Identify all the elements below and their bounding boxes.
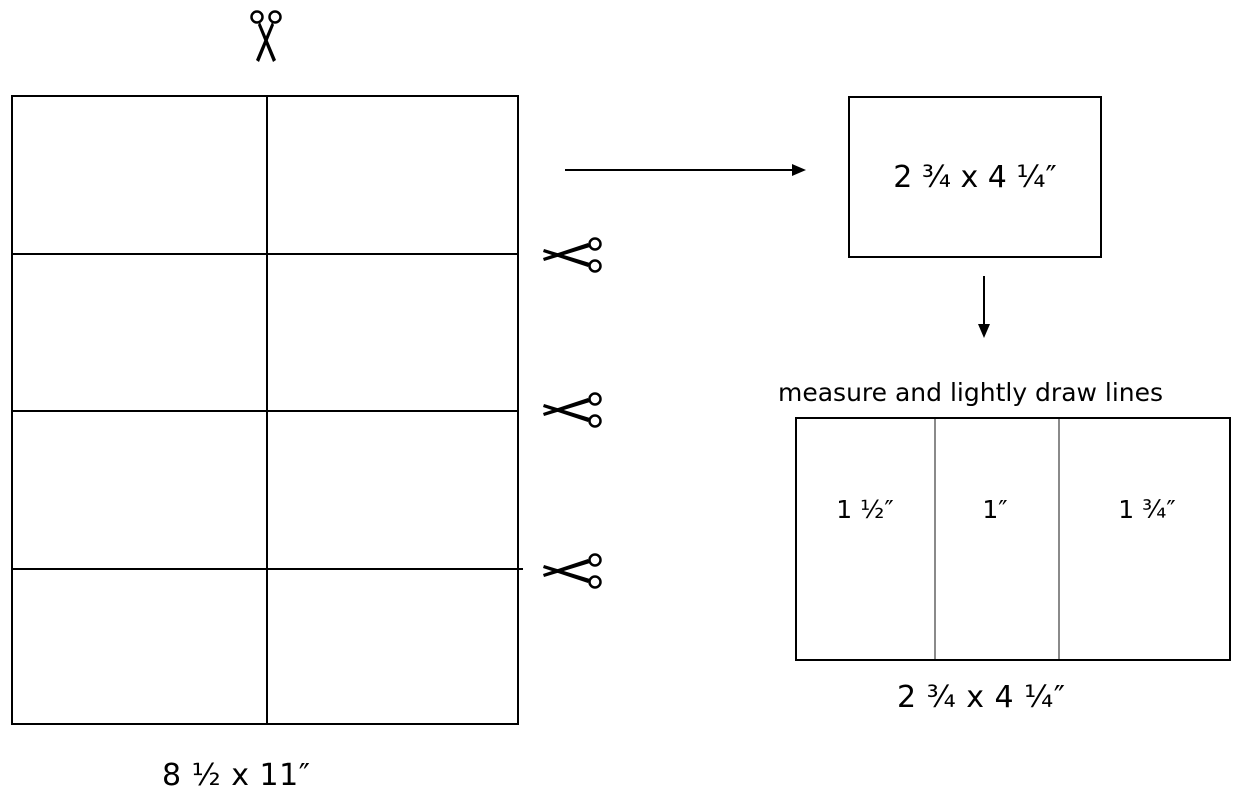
panel-width-label: 1 ½″ xyxy=(836,495,894,524)
sheet-cut-line xyxy=(13,568,523,570)
sheet-cut-line xyxy=(13,410,517,412)
cut-card: 2 ¾ x 4 ¼″ xyxy=(848,96,1102,258)
arrow-icon xyxy=(978,276,990,338)
arrow-icon xyxy=(565,164,806,176)
panel-guide-line xyxy=(934,419,936,659)
instruction-caption: measure and lightly draw lines xyxy=(778,378,1164,407)
card-size-label: 2 ¾ x 4 ¼″ xyxy=(893,159,1057,195)
measured-card: 1 ½″ 1″ 1 ¾″ xyxy=(795,417,1231,661)
measured-card-size-label: 2 ¾ x 4 ¼″ xyxy=(897,680,1066,715)
scissors-icon xyxy=(543,237,602,273)
panel-width-label: 1 ¾″ xyxy=(1118,495,1176,524)
scissors-icon xyxy=(250,10,282,62)
sheet-size-label: 8 ½ x 11″ xyxy=(162,758,311,793)
scissors-icon xyxy=(543,553,602,589)
panel-width-label: 1″ xyxy=(982,495,1008,524)
scissors-icon xyxy=(543,392,602,428)
sheet-cut-line xyxy=(13,253,517,255)
panel-guide-line xyxy=(1058,419,1060,659)
letter-sheet xyxy=(11,95,523,725)
